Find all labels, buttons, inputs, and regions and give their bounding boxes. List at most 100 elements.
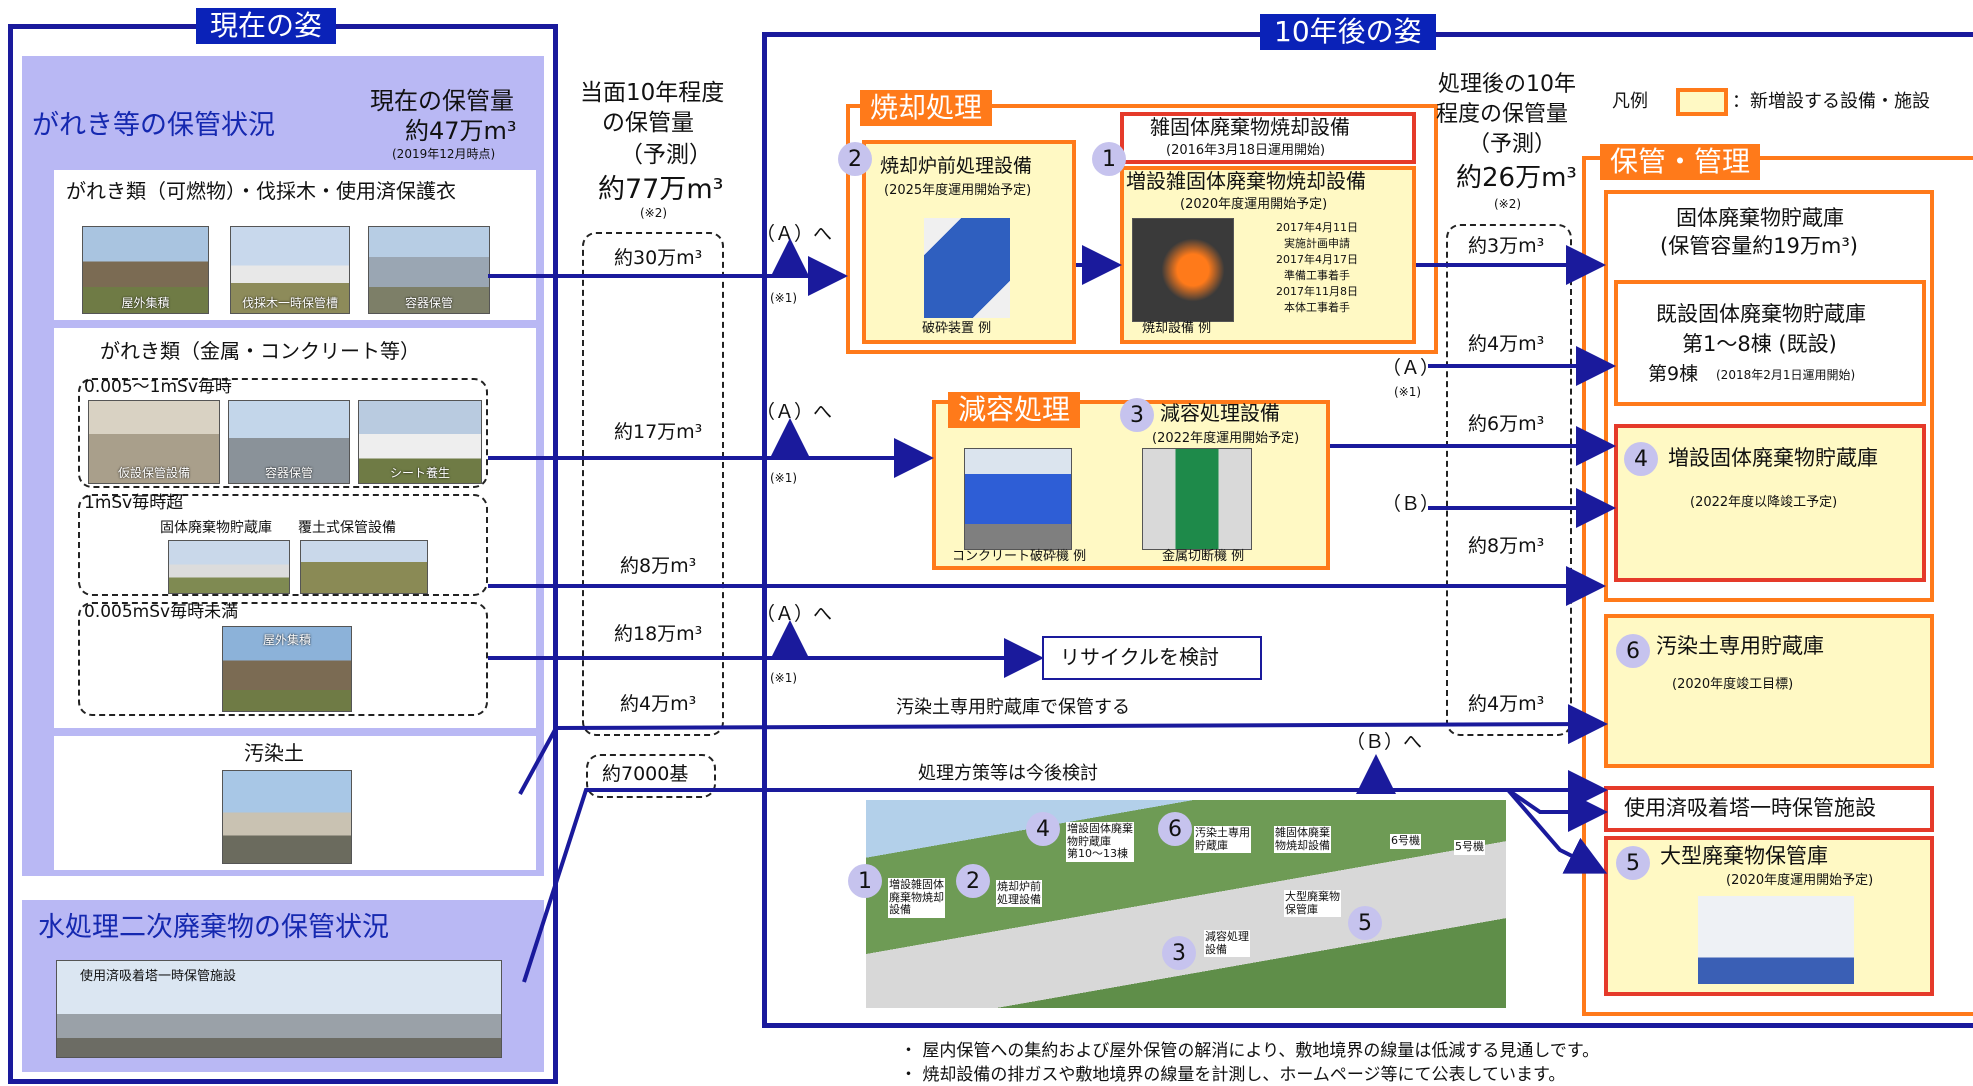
- pretreatment-sub: (2025年度運用開始予定): [884, 183, 1032, 198]
- after-v1: 約3万m³: [1468, 235, 1545, 257]
- col1-head-1: 当面10年程度: [580, 80, 725, 106]
- existing-storage-box[interactable]: [1614, 280, 1926, 406]
- arrow-to-large-waste: [1506, 788, 1608, 874]
- added-storage-box[interactable]: [1614, 424, 1926, 582]
- debris-section-title: がれき等の保管状況: [32, 110, 275, 141]
- existing-storage-l3b: (2018年2月1日運用開始): [1716, 368, 1856, 382]
- col1-values-box: [582, 232, 724, 736]
- after-v2: 約4万m³: [1468, 333, 1545, 355]
- photo-adsorption-tower-storage: [56, 960, 502, 1058]
- map-label-unit5: 5号機: [1454, 840, 1485, 855]
- legend-text: ：新増設する設備・施設: [1732, 91, 1930, 112]
- after-v4: 約8万m³: [1468, 535, 1545, 557]
- label-a-3: （Ａ）へ: [756, 603, 833, 625]
- solid-storage-title: 固体廃棄物貯蔵庫: [1676, 206, 1844, 230]
- col1-v4: 約18万m³: [614, 623, 703, 645]
- col1-total: 約77万m³: [598, 174, 724, 205]
- photo-container-storage: 容器保管: [368, 226, 490, 314]
- photo-large-waste-storage: [1698, 896, 1854, 984]
- cat1-title: がれき類（可燃物）・伐採木・使用済保護衣: [66, 179, 456, 203]
- range1-box: [78, 378, 488, 488]
- soil-store-text: 汚染土専用貯蔵庫で保管する: [896, 697, 1130, 718]
- col1-note: (※2): [640, 206, 668, 220]
- current-storage-label: 現在の保管量: [370, 87, 514, 115]
- map-badge-5: 5: [1348, 906, 1382, 940]
- photo-cut-tree-storage: 伐採木一時保管槽: [230, 226, 350, 314]
- incinerator-box[interactable]: [1120, 112, 1416, 164]
- incinerator-title: 雑固体廃棄物焼却設備: [1150, 115, 1350, 139]
- incinerator-sub: (2016年3月18日運用開始): [1166, 143, 1326, 158]
- photo-container-storage-2: 容器保管: [228, 400, 350, 484]
- map-label-soil-storage: 汚染土専用 貯蔵庫: [1194, 826, 1251, 854]
- solid-storage-sub: (保管容量約19万m³): [1660, 234, 1858, 258]
- added-incinerator-title: 増設雑固体廃棄物焼却設備: [1126, 169, 1366, 193]
- map-label-incinerator: 雑固体廃棄 物焼却設備: [1274, 826, 1331, 854]
- label-a-after: （Ａ）: [1382, 357, 1440, 379]
- photo-outdoor-pile: 屋外集積: [82, 226, 209, 314]
- footer-note-1: ・ 屋内保管への集約および屋外保管の解消により、敷地境界の線量は低減する見通しで…: [900, 1041, 1600, 1061]
- range2-label-soil-covered: 覆土式保管設備: [298, 520, 396, 536]
- future-plan-text: 処理方策等は今後検討: [918, 763, 1098, 784]
- footer-note-2: ・ 焼却設備の排ガスや敷地境界の線量を計測し、ホームページ等にて公表しています。: [900, 1065, 1566, 1085]
- photo-sheet-cover: シート養生: [358, 400, 482, 484]
- photo-outdoor-pile-2: 屋外集積: [222, 626, 352, 712]
- incineration-group: [846, 104, 1438, 354]
- range3-box: [78, 602, 488, 716]
- current-title: 現在の姿: [196, 8, 337, 45]
- after-v5: 約4万m³: [1468, 693, 1545, 715]
- after-head-1: 処理後の10年: [1438, 72, 1576, 97]
- note1-b: (※1): [770, 471, 798, 485]
- adsorption-storage-title: 使用済吸着塔一時保管施設: [1624, 796, 1876, 820]
- label-b-to: （Ｂ）へ: [1346, 731, 1423, 753]
- added-storage-title: 増設固体廃棄物貯蔵庫: [1668, 446, 1878, 470]
- note1-after: (※1): [1394, 385, 1422, 399]
- pretreatment-title: 焼却炉前処理設備: [880, 155, 1033, 177]
- volume-photo1-caption: コンクリート破砕機 例: [952, 549, 1087, 564]
- water-title: 水処理二次廃棄物の保管状況: [38, 912, 389, 943]
- col1-head-2: の保管量: [602, 110, 694, 136]
- range1-title: 0.005～1mSv毎時: [84, 377, 232, 397]
- note1-c: (※1): [770, 671, 798, 685]
- col1-head-3: （予測）: [620, 142, 712, 168]
- after-total: 約26万m³: [1456, 163, 1577, 193]
- note1-a: (※1): [770, 291, 798, 305]
- col1-v1: 約30万m³: [614, 247, 703, 269]
- photo-temporary-storage: 仮設保管設備: [88, 400, 220, 484]
- badge-3: 3: [1120, 398, 1154, 432]
- management-tag: 保管・管理: [1600, 144, 1761, 181]
- badge-1: 1: [1092, 142, 1126, 176]
- map-badge-6: 6: [1158, 812, 1192, 846]
- added-storage-sub: (2022年度以降竣工予定): [1690, 495, 1838, 510]
- existing-storage-title: 既設固体廃棄物貯蔵庫: [1656, 302, 1866, 326]
- photo-incinerator: [1132, 218, 1234, 322]
- after-values-box: [1446, 224, 1572, 736]
- photo-concrete-crusher: [964, 448, 1072, 550]
- large-waste-title: 大型廃棄物保管庫: [1660, 844, 1828, 868]
- arrow-water-to-large: [522, 788, 1608, 983]
- current-storage-value: 約47万m³: [405, 117, 517, 145]
- badge-4: 4: [1624, 442, 1658, 476]
- range2-label-solid-storage: 固体廃棄物貯蔵庫: [160, 520, 272, 536]
- incineration-tag: 焼却処理: [860, 90, 993, 127]
- map-badge-1: 1: [848, 864, 882, 898]
- cat2-title: がれき類（金属・コンクリート等）: [100, 339, 420, 363]
- solid-storage-group: [1604, 190, 1934, 602]
- photo-contaminated-soil: [222, 770, 352, 864]
- existing-storage-l3: 第9棟: [1648, 363, 1699, 385]
- range3-title: 0.005mSv毎時未満: [84, 602, 239, 622]
- soil-storage-box[interactable]: [1604, 614, 1934, 768]
- after-v3: 約6万m³: [1468, 413, 1545, 435]
- future-title: 10年後の姿: [1260, 14, 1436, 51]
- added-incinerator-sub: (2020年度運用開始予定): [1180, 197, 1328, 212]
- volume-reduction-sub: (2022年度運用開始予定): [1152, 431, 1300, 446]
- map-label-pretreatment: 焼却炉前 処理設備: [996, 880, 1042, 908]
- soil-storage-title: 汚染土専用貯蔵庫: [1656, 634, 1824, 658]
- range2-title: 1mSv毎時超: [84, 493, 184, 513]
- map-label-volume-reduction: 減容処理 設備: [1204, 930, 1250, 958]
- map-label-added-storage: 増設固体廃棄 物貯蔵庫 第10～13棟: [1066, 822, 1134, 862]
- col1-units-box: [586, 754, 716, 798]
- existing-storage-l2: 第1～8棟 (既設): [1682, 332, 1837, 356]
- map-label-large-waste: 大型廃棄物 保管庫: [1284, 890, 1341, 918]
- range2-box: [78, 494, 488, 596]
